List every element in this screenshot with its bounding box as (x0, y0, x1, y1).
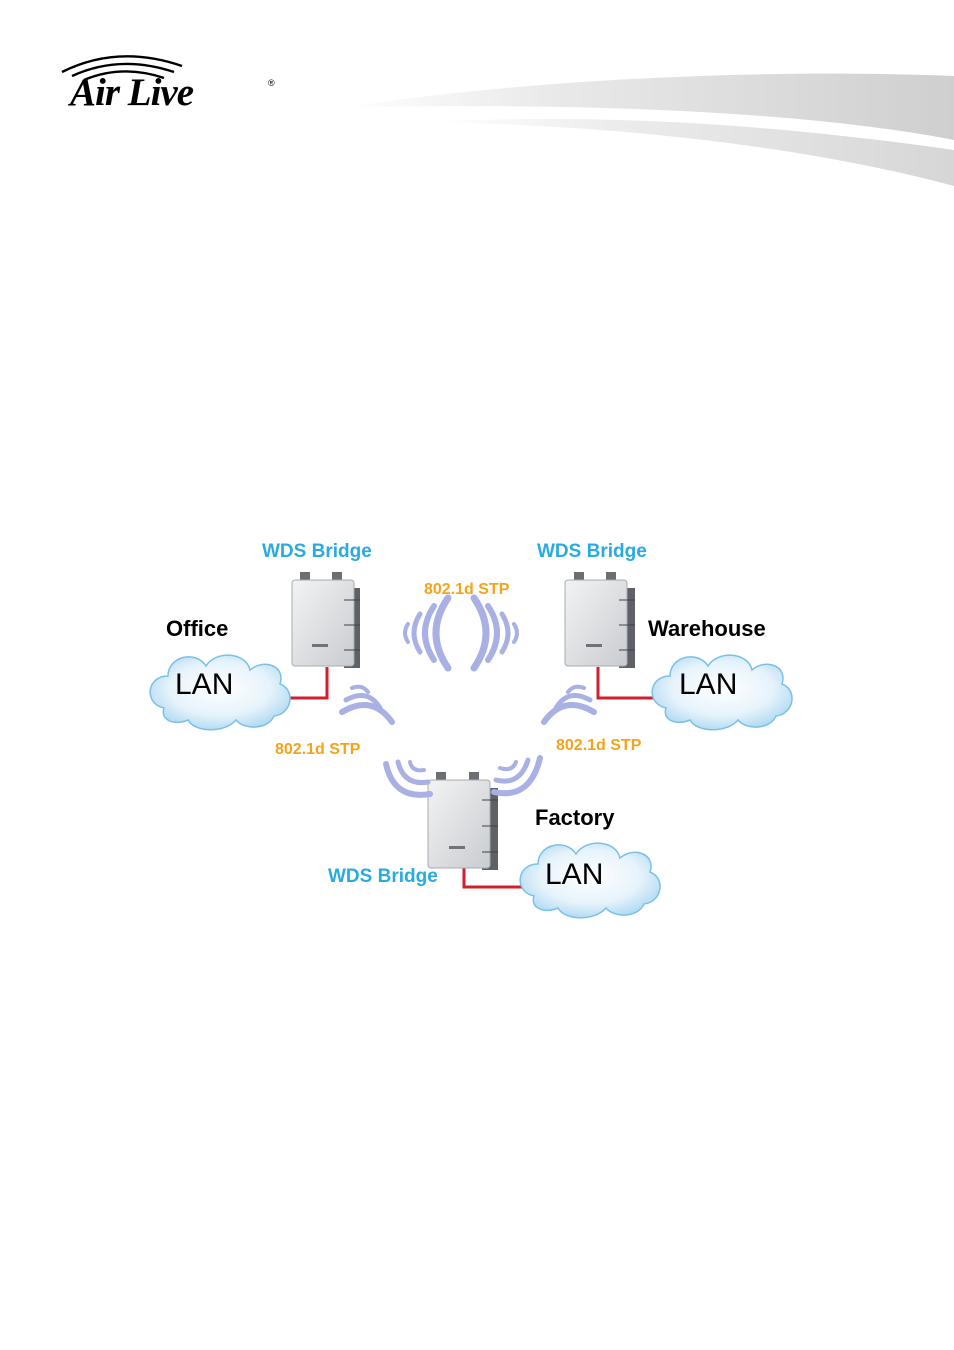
warehouse-wire (598, 667, 660, 698)
top-link-label: 802.1d STP (424, 581, 509, 599)
factory-lan-label: LAN (545, 858, 603, 892)
right-link-label: 802.1d STP (556, 737, 641, 755)
office-lan-label: LAN (175, 668, 233, 702)
factory-device-label: WDS Bridge (328, 866, 438, 888)
wireless-waves-left-upper-icon (342, 687, 392, 722)
wireless-waves-right-lower-icon (494, 758, 540, 793)
factory-site-label: Factory (535, 805, 614, 831)
office-bridge-device (292, 572, 360, 668)
warehouse-site-label: Warehouse (648, 616, 766, 642)
warehouse-device-label: WDS Bridge (537, 541, 647, 563)
wireless-waves-top-right-icon (474, 598, 517, 668)
factory-bridge-device (428, 772, 498, 870)
warehouse-lan-label: LAN (679, 668, 737, 702)
office-device-label: WDS Bridge (262, 541, 372, 563)
left-link-label: 802.1d STP (275, 741, 360, 759)
wireless-waves-top-left-icon (405, 598, 448, 668)
wireless-waves-right-upper-icon (544, 687, 594, 722)
wireless-waves-left-lower-icon (386, 762, 430, 795)
factory-wire (464, 868, 528, 887)
office-site-label: Office (166, 616, 228, 642)
warehouse-bridge-device (565, 572, 635, 668)
